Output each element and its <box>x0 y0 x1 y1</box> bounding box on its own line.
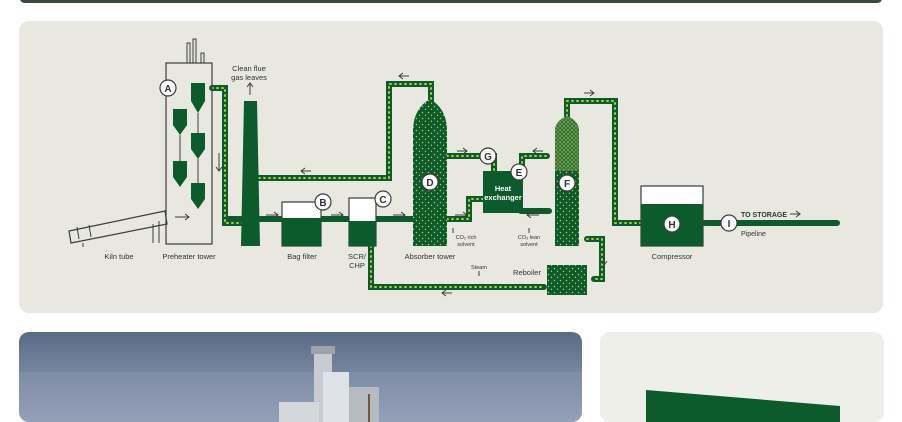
to-storage-label: TO STORAGE <box>741 212 787 219</box>
pipeline-label: Pipeline <box>741 231 766 238</box>
exchanger-label: exchanger <box>484 193 522 202</box>
scr-label: SCR/ <box>348 252 367 261</box>
preheater-tower-label: Preheater tower <box>162 252 216 261</box>
marker-d: D <box>421 173 439 191</box>
svg-text:B: B <box>319 198 326 209</box>
rich-solvent-label: solvent <box>457 242 475 248</box>
previous-card-edge <box>20 0 882 3</box>
marker-f: F <box>558 174 576 192</box>
preheater-tower <box>165 38 223 245</box>
svg-text:H: H <box>668 220 675 231</box>
pipe-reboiler-loop <box>584 236 605 282</box>
marker-i: I <box>720 214 738 232</box>
marker-c: C <box>374 190 392 208</box>
svg-text:F: F <box>564 179 570 190</box>
marker-g: G <box>479 147 497 165</box>
marker-b: B <box>314 193 332 211</box>
steam-label: Steam <box>471 265 487 271</box>
pipe-preheater-to-stack <box>209 85 248 226</box>
ccs-process-diagram-panel: A Clean flue gas leaves B C D <box>19 21 883 313</box>
svg-text:D: D <box>426 178 433 189</box>
co2-rich-label: CO₂ rich <box>456 235 477 241</box>
gas-leaves-label: gas leaves <box>231 73 267 82</box>
reboiler-label: Reboiler <box>513 268 541 277</box>
kiln-tube <box>68 210 168 247</box>
svg-text:G: G <box>484 152 492 163</box>
compressor-label: Compressor <box>652 252 693 261</box>
svg-text:C: C <box>379 195 386 206</box>
kiln-tube-label: Kiln tube <box>104 252 133 261</box>
lean-solvent-label: solvent <box>520 242 538 248</box>
reboiler <box>547 265 587 295</box>
marker-e: E <box>510 163 528 181</box>
flow-arrows <box>300 89 801 297</box>
heat-label: Heat <box>495 184 512 193</box>
absorber-tower <box>393 72 447 246</box>
pipe-absorber-return <box>256 81 434 181</box>
absorber-tower-label: Absorber tower <box>405 252 456 261</box>
bag-filter <box>266 201 322 247</box>
marker-a: A <box>159 79 177 97</box>
stack <box>241 82 260 246</box>
ccs-process-diagram: A Clean flue gas leaves B C D <box>68 38 840 297</box>
svg-text:I: I <box>728 219 731 230</box>
bag-filter-label: Bag filter <box>287 252 317 261</box>
scr-chp-unit <box>331 197 377 247</box>
svg-text:A: A <box>164 84 171 95</box>
svg-text:E: E <box>516 168 523 179</box>
co2-lean-label: CO₂ lean <box>518 235 540 241</box>
chp-label: CHP <box>349 261 365 270</box>
marker-h: H <box>663 215 681 233</box>
clean-flue-label: Clean flue <box>232 64 266 73</box>
